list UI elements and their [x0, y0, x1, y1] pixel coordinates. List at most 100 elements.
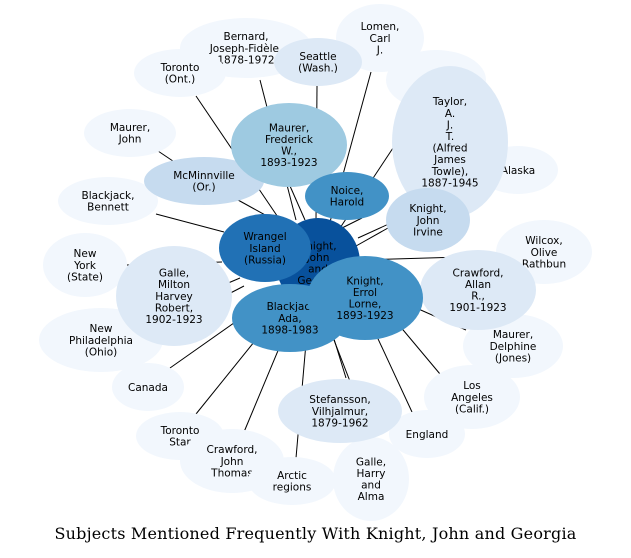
- diagram-caption: Subjects Mentioned Frequently With Knigh…: [54, 524, 577, 543]
- node-label-line: Bennett: [87, 202, 129, 214]
- node-shape-galle-harry: [333, 437, 409, 521]
- node-label-line: McMinnville: [173, 170, 235, 182]
- node-label-line: Errol: [353, 287, 377, 299]
- node-shape-maurer-delphine: [463, 314, 563, 378]
- node-label-line: Star: [169, 437, 191, 449]
- node-label-canada: Canada: [128, 382, 168, 394]
- node-label-line: John: [416, 215, 440, 227]
- node-label-line: 1898-1983: [261, 324, 318, 336]
- node-shape-seattle: [274, 38, 362, 86]
- edge-blackjack-bennett: [155, 213, 225, 233]
- node-label-line: Philadelphia: [69, 335, 133, 347]
- node-label-line: Knight,: [409, 203, 446, 215]
- node-label-line: Carl: [370, 33, 391, 45]
- node-label-line: Alaska: [501, 165, 535, 177]
- node-shape-wrangel: [219, 214, 311, 282]
- node-maurer-john: Maurer,John: [84, 109, 176, 157]
- edge-knight-john-irvine: [355, 227, 389, 247]
- node-canada: Canada: [112, 363, 184, 411]
- node-label-line: 1893-1923: [260, 157, 317, 169]
- node-label-mcminnville: McMinnville(Or.): [173, 170, 235, 194]
- node-label-line: Olive: [531, 247, 558, 259]
- node-label-line: Taylor,: [432, 96, 467, 108]
- node-shape-maurer-john: [84, 109, 176, 157]
- node-label-stefansson: Stefansson,Vilhjalmur,1879-1962: [309, 394, 370, 429]
- node-label-line: England: [406, 429, 449, 441]
- node-label-line: Canada: [128, 382, 168, 394]
- node-shape-crawford-allan: [420, 250, 536, 330]
- node-shape-arctic-regions: [248, 457, 336, 505]
- node-shape-maurer-frederick: [231, 103, 347, 187]
- node-label-line: Blackjac,: [267, 301, 314, 313]
- node-label-line: (Russia): [244, 254, 286, 266]
- node-label-line: Bernard,: [223, 31, 268, 43]
- node-label-line: (Ohio): [85, 346, 117, 358]
- node-label-toronto-ont: Toronto(Ont.): [160, 62, 200, 86]
- node-label-line: 1893-1923: [336, 310, 393, 322]
- node-label-blackjack-bennett: Blackjack,Bennett: [82, 190, 135, 214]
- node-label-line: Stefansson,: [309, 394, 370, 406]
- node-label-bernard: Bernard,Joseph-Fidèle,1878-1972: [209, 31, 283, 66]
- node-label-line: 1901-1923: [449, 302, 506, 314]
- node-shape-knight-john-irvine: [386, 188, 470, 252]
- node-label-maurer-delphine: Maurer,Delphine(Jones): [490, 329, 537, 364]
- node-label-line: York: [73, 260, 97, 272]
- node-stefansson: Stefansson,Vilhjalmur,1879-1962: [278, 379, 402, 443]
- node-label-line: (Calif.): [455, 403, 489, 415]
- node-label-line: Blackjack,: [82, 190, 135, 202]
- node-label-line: J.: [446, 119, 453, 131]
- node-label-line: Knight,: [346, 275, 383, 287]
- node-label-line: (Alfred: [432, 143, 467, 155]
- node-label-line: Los: [463, 380, 481, 392]
- node-label-line: Galle,: [159, 268, 189, 280]
- node-label-line: New: [90, 323, 113, 335]
- node-label-line: Galle,: [356, 456, 386, 468]
- node-label-seattle: Seattle(Wash.): [298, 51, 338, 75]
- node-shape-knight-errol: [307, 256, 423, 340]
- node-label-line: (Or.): [192, 182, 215, 194]
- node-shape-noice: [305, 172, 389, 220]
- node-label-england: England: [406, 429, 449, 441]
- node-label-line: John: [220, 456, 244, 468]
- node-label-line: Maurer,: [269, 122, 309, 134]
- node-label-line: Irvine: [413, 226, 443, 238]
- node-label-line: (State): [67, 271, 103, 283]
- node-label-line: Joseph-Fidèle,: [209, 43, 283, 55]
- node-shape-new-york: [43, 233, 127, 297]
- node-noice: Noice,Harold: [305, 172, 389, 220]
- node-label-line: John: [306, 252, 330, 264]
- node-label-line: Rathbun: [522, 258, 566, 270]
- node-shape-galle-milton: [116, 246, 232, 346]
- node-label-line: T.: [445, 131, 455, 143]
- node-label-alaska: Alaska: [501, 165, 535, 177]
- node-label-line: John: [118, 134, 142, 146]
- node-label-line: Harvey: [155, 291, 193, 303]
- node-label-line: Wrangel: [243, 231, 286, 243]
- node-shape-stefansson: [278, 379, 402, 443]
- node-label-line: Seattle: [299, 51, 336, 63]
- node-label-line: W.,: [281, 146, 297, 158]
- node-blackjack-bennett: Blackjack,Bennett: [58, 177, 158, 225]
- node-label-line: J.: [376, 44, 383, 56]
- node-label-line: 1878-1972: [217, 54, 274, 66]
- node-label-line: Lorne,: [349, 299, 382, 311]
- node-label-line: James: [433, 154, 466, 166]
- node-label-line: Ada,: [278, 313, 301, 325]
